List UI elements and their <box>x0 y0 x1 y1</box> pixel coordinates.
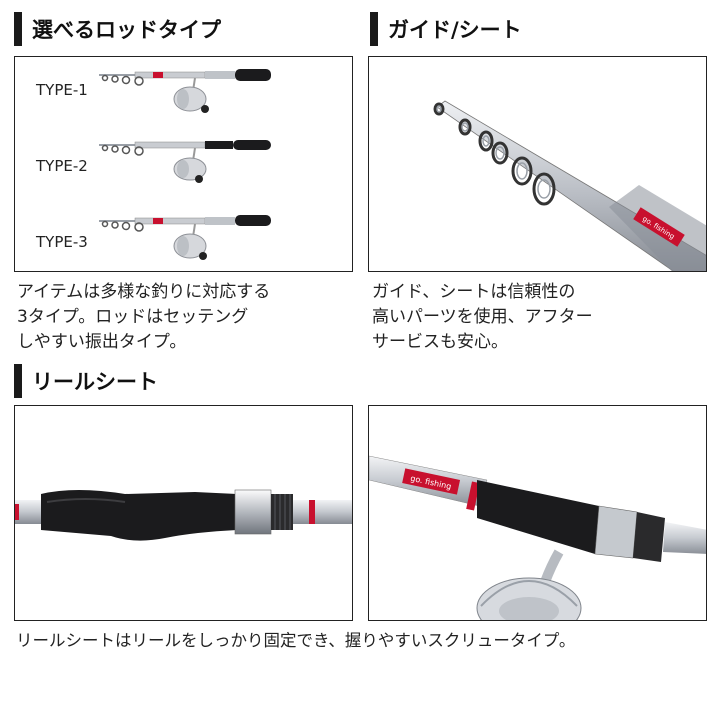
caption-line: アイテムは多様な釣りに対応する <box>17 282 271 302</box>
rod-guide-photo: go. fishing <box>433 100 706 271</box>
caption-line: サービスも安心。 <box>372 332 508 352</box>
caption-guide-seat: ガイド、シートは信頼性の 高いパーツを使用、アフター サービスも安心。 <box>372 280 593 355</box>
section-title-guide-seat: ガイド/シート <box>388 18 522 42</box>
rod-image-type-2 <box>99 140 271 183</box>
caption-line: ガイド、シートは信頼性の <box>372 282 576 302</box>
section-header-guide-seat: ガイド/シート <box>370 12 522 46</box>
caption-line: 3タイプ。ロッドはセッテング <box>17 307 249 327</box>
section-marker <box>14 364 22 398</box>
section-marker <box>370 12 378 46</box>
section-title-rod-types: 選べるロッドタイプ <box>32 18 221 42</box>
rod-types-panel: TYPE-1 TYPE-2 TYPE-3 <box>14 56 353 272</box>
section-marker <box>14 12 22 46</box>
caption-line: 高いパーツを使用、アフター <box>372 307 593 327</box>
rod-image-type-1 <box>99 69 271 113</box>
reel-seat-grip-photo <box>15 489 352 541</box>
type-label-3: TYPE-3 <box>36 233 88 251</box>
type-label-2: TYPE-2 <box>36 157 88 175</box>
reel-attached-panel: go. fishing <box>368 405 707 621</box>
type-label-1: TYPE-1 <box>36 81 88 99</box>
reel-seat-grip-panel <box>14 405 353 621</box>
reel-attached-photo: go. fishing <box>369 455 706 620</box>
section-header-rod-types: 選べるロッドタイプ <box>14 12 221 46</box>
section-title-reel-seat: リールシート <box>32 370 158 394</box>
rod-image-type-3 <box>99 215 271 260</box>
caption-line: しやすい振出タイプ。 <box>17 332 187 352</box>
section-header-reel-seat: リールシート <box>14 364 158 398</box>
caption-rod-types: アイテムは多様な釣りに対応する 3タイプ。ロッドはセッテング しやすい振出タイプ… <box>17 280 270 355</box>
guide-closeup-panel: go. fishing <box>368 56 707 272</box>
caption-reel-seat: リールシートはリールをしっかり固定でき、握りやすいスクリュータイプ。 <box>16 631 576 650</box>
